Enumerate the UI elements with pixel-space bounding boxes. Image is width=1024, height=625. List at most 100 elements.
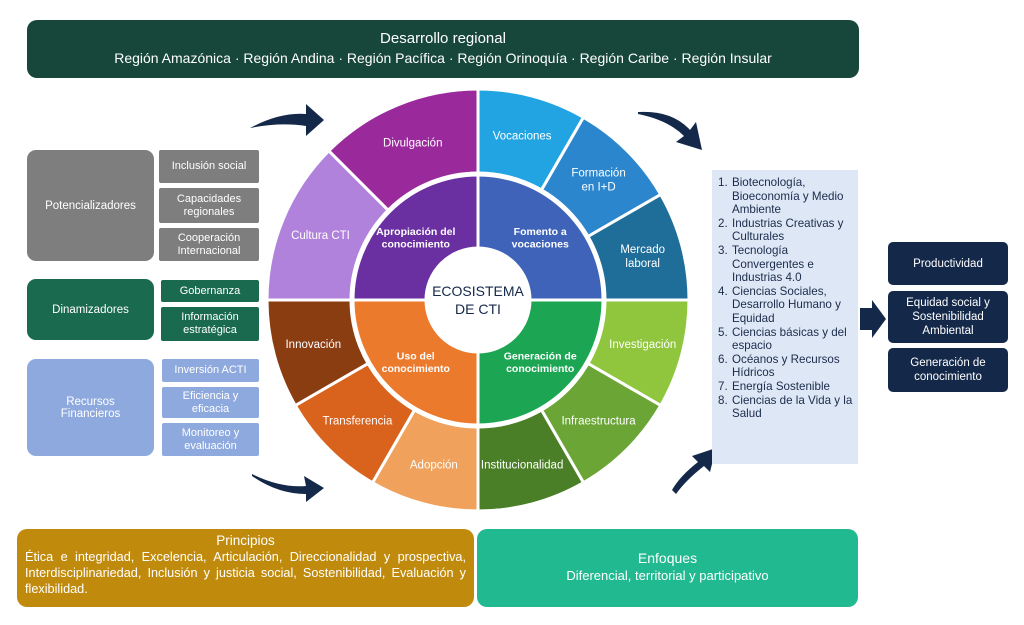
focus-area-number: 1. bbox=[718, 176, 728, 189]
ecosystem-center-line: ECOSISTEMA bbox=[432, 283, 524, 299]
quadrant-label-line: conocimiento bbox=[382, 239, 450, 251]
monitoreo-evaluacion-box: Monitoreo y evaluación bbox=[162, 423, 259, 456]
recursos-label: Recursos Financieros bbox=[60, 395, 121, 420]
focus-area-text: Tecnología Convergentes e Industrias 4.0 bbox=[732, 243, 814, 285]
outer-segment-label-line: Transferencia bbox=[322, 416, 392, 428]
focus-area-text: Ciencias de la Vida y la Salud bbox=[732, 393, 853, 421]
focus-area-item: 7. Energía Sostenible bbox=[718, 380, 854, 394]
banner-title: Desarrollo regional bbox=[380, 30, 506, 47]
outer-segment-label-line: Infraestructura bbox=[561, 416, 636, 428]
recurso-item: Monitoreo y evaluación bbox=[181, 426, 240, 452]
informacion-estrategica-box: Información estratégica bbox=[161, 307, 259, 341]
enfoques-body: Diferencial, territorial y participativo bbox=[566, 568, 769, 583]
outer-segment-label-line: Formación bbox=[571, 168, 625, 180]
quadrant-label-line: Uso del bbox=[397, 351, 435, 363]
outer-segment-label: Investigación bbox=[609, 339, 676, 351]
quadrant-label-line: vocaciones bbox=[512, 239, 569, 251]
recurso-item: Inversión ACTI bbox=[174, 364, 247, 376]
dinamizadores-box: Dinamizadores bbox=[27, 279, 154, 340]
focus-area-item: 4. Ciencias Sociales, Desarrollo Humano y… bbox=[718, 285, 854, 326]
focus-area-text: Ciencias básicas y del espacio bbox=[732, 325, 847, 353]
focus-area-number: 3. bbox=[718, 243, 728, 257]
outer-segment-label-line: laboral bbox=[625, 258, 660, 270]
outer-segment-label-line: Adopción bbox=[410, 460, 458, 472]
focus-area-number: 5. bbox=[718, 325, 728, 339]
outer-segment-label-line: en I+D bbox=[581, 181, 615, 193]
enfoques-box: Enfoques Diferencial, territorial y part… bbox=[477, 529, 858, 607]
ecosystem-center-label: ECOSISTEMA DE CTI bbox=[432, 283, 524, 317]
potencializador-item: Inclusión social bbox=[171, 160, 247, 172]
focus-area-number: 2. bbox=[718, 216, 728, 230]
quadrant-label-line: conocimiento bbox=[382, 363, 450, 375]
dinamizador-item: Gobernanza bbox=[179, 284, 241, 297]
potencializadores-label: Potencializadores bbox=[45, 199, 136, 212]
quadrant-label-line: Generación de bbox=[504, 351, 577, 363]
outcome-label: Productividad bbox=[913, 257, 983, 270]
outcome-generacion: Generación de conocimiento bbox=[888, 348, 1008, 392]
focus-area-text: Industrias Creativas y Culturales bbox=[732, 216, 844, 244]
principios-box: Principios Ética e integridad, Excelenci… bbox=[17, 529, 474, 607]
focus-areas-list: 1. Biotecnología, Bioeconomía y Medio Amb… bbox=[718, 176, 854, 421]
arrow-bottom-right-icon bbox=[672, 448, 716, 494]
outer-segment-label-line: Divulgación bbox=[383, 138, 442, 150]
outer-segment-label: Vocaciones bbox=[493, 130, 552, 142]
outer-segment-label: Adopción bbox=[410, 460, 458, 472]
outer-segment-label: Transferencia bbox=[322, 416, 392, 428]
recurso-item: Eficiencia y eficacia bbox=[182, 389, 239, 415]
outer-segment-label: Institucionalidad bbox=[481, 460, 563, 472]
quadrant-label-line: Apropiación del bbox=[376, 226, 455, 238]
focus-area-item: 5. Ciencias básicas y del espacio bbox=[718, 326, 854, 353]
ecosystem-center-line: DE CTI bbox=[455, 301, 501, 317]
focus-area-text: Energía Sostenible bbox=[732, 379, 830, 393]
wheel-center bbox=[425, 247, 531, 353]
arrow-top-right-icon bbox=[638, 111, 702, 150]
outer-segment-label: Infraestructura bbox=[561, 416, 636, 428]
outcome-label: Generación de conocimiento bbox=[910, 357, 986, 383]
focus-area-item: 8.Ciencias de la Vida y la Salud bbox=[718, 394, 854, 421]
outer-segment-label-line: Innovación bbox=[285, 339, 341, 351]
focus-area-text: Ciencias Sociales, Desarrollo Humano y E… bbox=[732, 284, 841, 325]
focus-area-number: 4. bbox=[718, 284, 728, 298]
wheel-ring-divider bbox=[349, 171, 607, 429]
ecosystem-wheel: Cultura CTIDivulgaciónVocacionesFormació… bbox=[265, 87, 691, 513]
potencializadores-box: Potencializadores bbox=[27, 150, 154, 261]
arrow-top-left-icon bbox=[250, 104, 324, 136]
principios-body: Ética e integridad, Excelencia, Articula… bbox=[25, 550, 466, 596]
outer-segment-label-line: Institucionalidad bbox=[481, 460, 563, 472]
focus-area-item: 1. Biotecnología, Bioeconomía y Medio Amb… bbox=[718, 176, 854, 217]
outcome-productividad: Productividad bbox=[888, 242, 1008, 285]
eficiencia-eficacia-box: Eficiencia y eficacia bbox=[162, 387, 259, 418]
outer-segment-label: Mercado laboral bbox=[620, 244, 665, 270]
dinamizadores-label: Dinamizadores bbox=[52, 303, 129, 316]
inversion-acti-box: Inversión ACTI bbox=[162, 359, 259, 382]
focus-area-number: 6. bbox=[718, 352, 728, 366]
outer-segment-label-line: Mercado bbox=[620, 244, 665, 256]
quadrant-label-line: Fomento a bbox=[514, 226, 567, 238]
arrow-bottom-left-icon bbox=[252, 474, 324, 502]
focus-area-item: 2. Industrias Creativas y Culturales bbox=[718, 217, 854, 244]
focus-area-text: Océanos y Recursos Hídricos bbox=[732, 352, 840, 380]
potencializador-item: Cooperación Internacional bbox=[177, 231, 241, 257]
capacidades-regionales-box: Capacidades regionales bbox=[159, 188, 259, 223]
outcome-label: Equidad social y Sostenibilidad Ambienta… bbox=[906, 297, 990, 337]
recursos-financieros-box: Recursos Financieros bbox=[27, 359, 154, 456]
focus-area-item: 6. Océanos y Recursos Hídricos bbox=[718, 353, 854, 380]
potencializador-item: Capacidades regionales bbox=[176, 192, 242, 218]
principios-title: Principios bbox=[216, 533, 275, 548]
focus-area-item: 3. Tecnología Convergentes e Industrias 4… bbox=[718, 244, 854, 285]
outer-segment-label: Innovación bbox=[285, 339, 341, 351]
focus-areas-panel: 1. Biotecnología, Bioeconomía y Medio Amb… bbox=[712, 170, 858, 464]
focus-area-number: 7. bbox=[718, 379, 728, 393]
outer-segment-label-line: Investigación bbox=[609, 339, 676, 351]
cooperacion-internacional-box: Cooperación Internacional bbox=[159, 228, 259, 261]
gobernanza-box: Gobernanza bbox=[161, 280, 259, 302]
outcome-equidad: Equidad social y Sostenibilidad Ambienta… bbox=[888, 291, 1008, 343]
focus-area-text: Biotecnología, Bioeconomía y Medio Ambie… bbox=[732, 176, 844, 217]
dinamizador-item: Información estratégica bbox=[181, 311, 239, 336]
regional-development-banner: Desarrollo regional Región Amazónica · R… bbox=[27, 20, 859, 78]
outer-segment-label-line: Vocaciones bbox=[493, 130, 552, 142]
